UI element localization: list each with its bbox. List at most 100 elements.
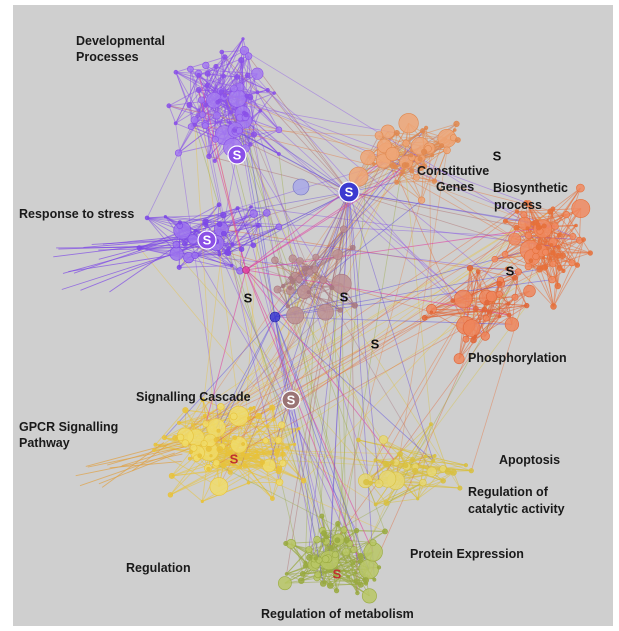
network-edge <box>322 549 355 584</box>
network-edge <box>168 105 177 124</box>
network-node <box>361 588 377 604</box>
network-edge <box>268 191 350 466</box>
network-node <box>244 93 250 99</box>
network-node <box>191 251 199 260</box>
hub-marker-label: S <box>506 264 515 279</box>
network-node <box>200 499 204 504</box>
network-node <box>363 581 369 586</box>
network-node <box>265 87 270 93</box>
network-node <box>506 312 512 318</box>
network-edge <box>274 199 422 318</box>
network-edge <box>404 165 432 425</box>
network-node <box>273 285 282 294</box>
hub-marker: S <box>340 290 349 305</box>
network-edge <box>396 180 435 183</box>
network-node <box>235 206 240 211</box>
hub-marker-circle <box>197 230 217 250</box>
network-node <box>206 153 212 160</box>
network-node <box>350 561 356 566</box>
network-node <box>551 222 559 230</box>
network-node <box>390 460 395 465</box>
network-node <box>298 577 305 584</box>
network-node <box>205 445 212 452</box>
network-node <box>225 249 232 257</box>
network-edge <box>348 191 537 251</box>
network-edge <box>317 574 358 582</box>
network-node <box>337 307 344 313</box>
network-node <box>374 131 384 140</box>
network-node <box>299 571 306 577</box>
network-edge <box>331 287 461 489</box>
network-node <box>356 437 361 443</box>
network-node <box>274 436 283 444</box>
network-edge <box>245 114 477 310</box>
network-node <box>232 435 238 440</box>
network-edge <box>195 255 312 268</box>
network-node <box>501 251 509 258</box>
network-node <box>417 156 423 162</box>
network-node <box>541 256 546 260</box>
network-node <box>400 169 405 174</box>
network-node <box>209 454 213 458</box>
network-edge <box>365 339 474 584</box>
network-node <box>346 574 351 579</box>
network-node <box>554 282 561 290</box>
network-node <box>353 571 358 575</box>
network-edge <box>274 316 370 570</box>
network-edge <box>308 191 350 550</box>
network-node <box>355 590 360 596</box>
network-edge <box>176 244 241 272</box>
network-node <box>351 302 358 309</box>
hub-marker: S <box>333 567 342 582</box>
hub-marker-label: S <box>345 185 354 200</box>
network-node <box>271 417 276 422</box>
network-node <box>508 232 522 246</box>
network-node <box>240 451 246 457</box>
network-node <box>288 254 297 263</box>
network-node <box>302 563 308 569</box>
network-edge <box>417 468 444 500</box>
network-node <box>201 122 209 130</box>
network-node <box>211 135 219 143</box>
network-node <box>481 306 488 313</box>
network-node <box>272 91 276 95</box>
labels-layer: Developmental Processes Response to stre… <box>19 34 568 621</box>
nodes-layer <box>136 37 593 604</box>
network-node <box>332 249 344 260</box>
network-edge <box>348 191 380 484</box>
network-node <box>200 397 205 402</box>
network-node <box>288 275 294 281</box>
network-edge <box>239 225 259 272</box>
network-node <box>480 331 490 341</box>
network-edge <box>189 69 192 127</box>
network-edge <box>146 126 192 219</box>
network-node <box>279 459 287 467</box>
network-node <box>281 283 286 289</box>
network-edge <box>189 38 244 106</box>
network-node <box>484 299 490 306</box>
network-node <box>278 421 286 429</box>
network-node <box>168 472 175 479</box>
network-node <box>274 451 280 457</box>
network-node <box>524 262 533 271</box>
network-node <box>153 442 158 447</box>
network-edge <box>218 251 345 530</box>
network-edge <box>278 471 304 574</box>
network-node <box>454 137 461 143</box>
network-node <box>206 418 226 438</box>
network-node <box>530 221 535 226</box>
network-edge <box>486 305 527 319</box>
network-edge <box>198 89 244 445</box>
network-edge <box>109 231 198 293</box>
network-node <box>246 416 251 421</box>
markers-layer: S S S S S S S <box>197 145 515 582</box>
network-edge <box>292 258 326 313</box>
network-node <box>295 275 303 283</box>
network-node <box>340 225 348 233</box>
network-edge <box>504 253 554 307</box>
network-node <box>542 248 550 256</box>
network-node <box>221 73 226 79</box>
network-edge <box>358 439 419 500</box>
network-edge <box>190 69 280 483</box>
network-node <box>511 274 518 281</box>
